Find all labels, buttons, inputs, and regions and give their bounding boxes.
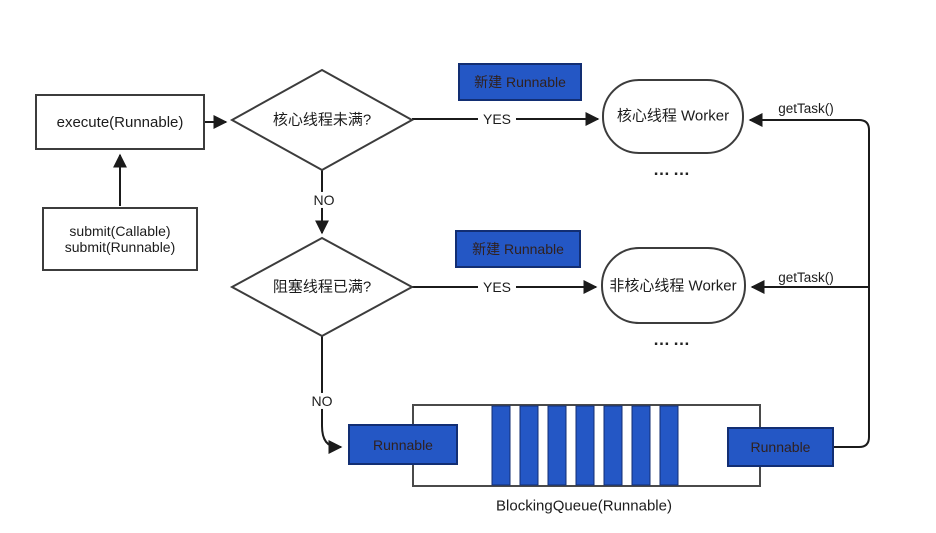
queue-task-bar [631, 405, 651, 486]
edge-label-yes-mid: YES [477, 278, 517, 296]
queue-runnable-left-label: Runnable [373, 436, 433, 453]
edge-label-no-bottom: NO [306, 392, 338, 410]
queue-task-bar [491, 405, 511, 486]
new-runnable-top-label: 新建 Runnable [474, 74, 566, 90]
queue-runnable-left-box: Runnable [348, 424, 458, 465]
submit-box: submit(Callable) submit(Runnable) [42, 207, 198, 271]
queue-task-bar [603, 405, 623, 486]
edge-label-gettask-mid: getTask() [778, 270, 834, 286]
new-runnable-box-top: 新建 Runnable [458, 63, 582, 101]
edge-gettask-queue-to-core-worker [748, 113, 870, 448]
edge-label-gettask-top: getTask() [778, 101, 834, 117]
queue-task-bar [659, 405, 679, 486]
queue-task-bar [519, 405, 539, 486]
decision1-label: 核心线程未满? [272, 111, 372, 129]
submit-box-label-line1: submit(Callable) [69, 223, 171, 239]
queue-task-bar [575, 405, 595, 486]
core-worker-label: 核心线程 Worker [616, 107, 730, 125]
queue-runnable-right-label: Runnable [750, 439, 811, 455]
queue-task-bars [491, 405, 679, 486]
queue-runnable-right-box: Runnable [727, 427, 834, 467]
noncore-worker-ellipsis: …… [653, 330, 693, 350]
core-worker-oval [602, 79, 744, 154]
execute-box-label: execute(Runnable) [56, 113, 184, 131]
decision2-label: 阻塞线程已满? [272, 278, 372, 296]
edge-no-decision2-to-queue [321, 336, 343, 454]
decision1-diamond [229, 68, 415, 172]
noncore-worker-oval [601, 247, 746, 324]
new-runnable-mid-label: 新建 Runnable [472, 241, 564, 257]
noncore-worker-label: 非核心线程 Worker [609, 277, 737, 295]
new-runnable-box-mid: 新建 Runnable [455, 230, 581, 268]
execute-box: execute(Runnable) [35, 94, 205, 150]
decision2-diamond [229, 236, 415, 338]
core-worker-ellipsis: …… [653, 160, 693, 180]
edge-label-no-top: NO [308, 191, 340, 209]
submit-box-label-line2: submit(Runnable) [64, 239, 176, 255]
queue-task-bar [547, 405, 567, 486]
blocking-queue-label: BlockingQueue(Runnable) [496, 497, 672, 515]
edge-label-yes-top: YES [477, 110, 517, 128]
